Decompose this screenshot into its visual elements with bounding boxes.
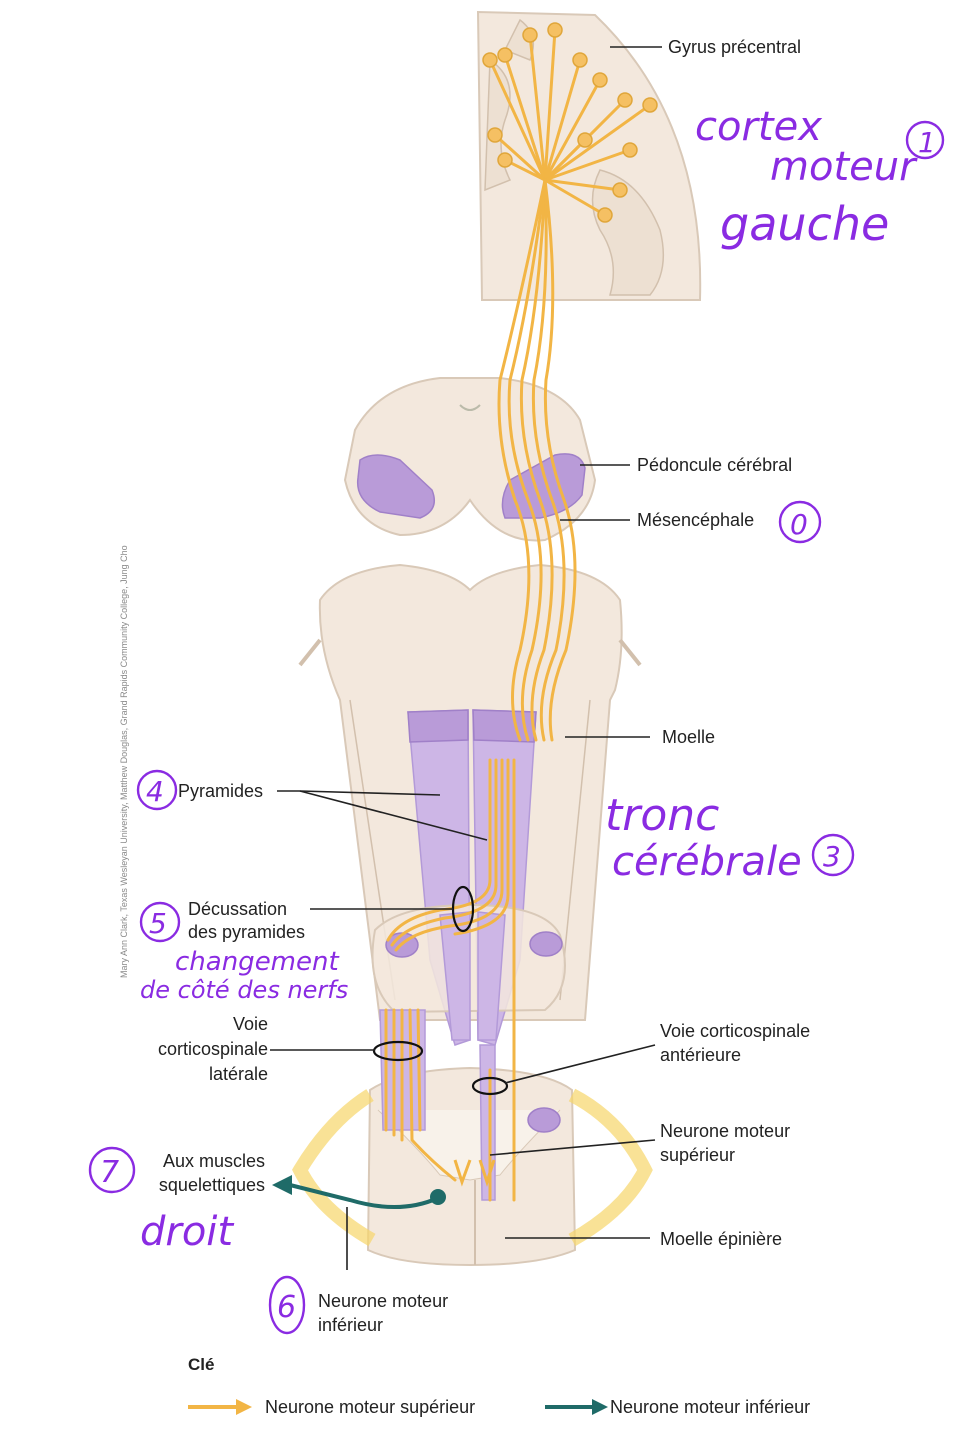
- cortex-section: [476, 10, 702, 301]
- label-voie-anterieure-2: antérieure: [660, 1045, 741, 1065]
- label-pedoncule: Pédoncule cérébral: [637, 455, 792, 475]
- annotation-gauche: gauche: [720, 197, 889, 251]
- lower-motor-neuron: [272, 1175, 446, 1209]
- label-decussation-2: des pyramides: [188, 922, 305, 942]
- printed-labels: Gyrus précentral Pédoncule cérébral Mése…: [119, 37, 810, 1335]
- label-gyrus: Gyrus précentral: [668, 37, 801, 57]
- annotation-changement-cote: de côté des nerfs: [140, 976, 348, 1004]
- label-voie-laterale-2: corticospinale: [158, 1039, 268, 1059]
- legend-lower: Neurone moteur inférieur: [610, 1397, 810, 1417]
- annotation-moteur: moteur: [770, 144, 918, 190]
- label-moelle-epiniere: Moelle épinière: [660, 1229, 782, 1249]
- annotation-num-0: 0: [790, 508, 808, 541]
- label-neurone-sup-1: Neurone moteur: [660, 1121, 790, 1141]
- label-mesencephale: Mésencéphale: [637, 510, 754, 530]
- label-decussation-1: Décussation: [188, 899, 287, 919]
- legend-title: Clé: [188, 1355, 214, 1374]
- label-voie-laterale-1: Voie: [233, 1014, 268, 1034]
- annotation-num-5: 5: [149, 907, 167, 940]
- annotation-droit: droit: [140, 1209, 234, 1255]
- label-neurone-inf-2: inférieur: [318, 1315, 383, 1335]
- upper-neuron-arrow-icon: [236, 1399, 252, 1415]
- legend-upper: Neurone moteur supérieur: [265, 1397, 475, 1417]
- upper-motor-neuron-axons: [384, 178, 577, 1202]
- upper-motor-neuron-somas: [482, 22, 658, 223]
- credit-text: Mary Ann Clark, Texas Wesleyan Universit…: [119, 545, 129, 978]
- annotation-cortex: cortex: [695, 104, 822, 150]
- annotation-num-7: 7: [100, 1155, 119, 1190]
- label-moelle: Moelle: [662, 727, 715, 747]
- annotation-num-3: 3: [823, 840, 841, 873]
- annotation-tronc: tronc: [605, 790, 719, 841]
- label-voie-laterale-3: latérale: [209, 1064, 268, 1084]
- label-neurone-sup-2: supérieur: [660, 1145, 735, 1165]
- handwritten-annotations: cortex moteur gauche 1 0 tronc cérébrale…: [88, 104, 945, 1335]
- label-neurone-inf-1: Neurone moteur: [318, 1291, 448, 1311]
- annotation-num-4: 4: [146, 775, 164, 808]
- legend: Clé Neurone moteur supérieur Neurone mot…: [188, 1355, 810, 1417]
- annotation-num-6: 6: [277, 1290, 296, 1325]
- label-muscles-1: Aux muscles: [163, 1151, 265, 1171]
- label-voie-anterieure-1: Voie corticospinale: [660, 1021, 810, 1041]
- annotation-cerebrale: cérébrale: [612, 839, 802, 885]
- lower-neuron-arrow-icon: [592, 1399, 608, 1415]
- label-muscles-2: squelettiques: [159, 1175, 265, 1195]
- upper-motor-neuron-dendrites: [488, 28, 652, 217]
- annotation-changement: changement: [175, 947, 339, 977]
- annotation-num-1: 1: [918, 126, 936, 159]
- leader-lines: [270, 46, 662, 1270]
- label-pyramides: Pyramides: [178, 781, 263, 801]
- spinal-cord-section: [292, 1009, 653, 1267]
- lateral-tract-ring: [372, 1040, 424, 1062]
- anterior-tract-ring: [471, 1076, 509, 1096]
- left-cerebral-peduncle: [356, 454, 435, 519]
